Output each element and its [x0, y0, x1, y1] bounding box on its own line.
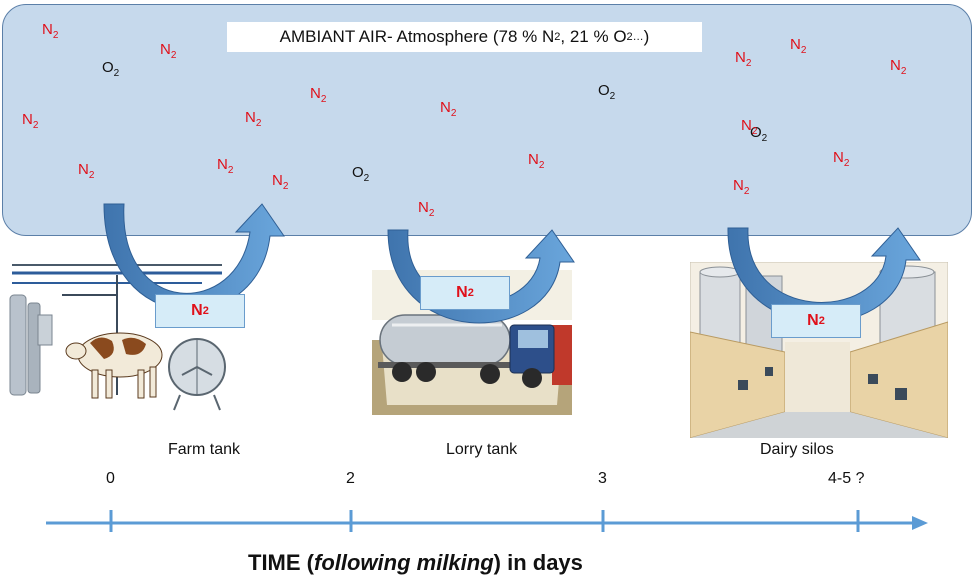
- nitrogen-molecule: N2: [42, 21, 59, 41]
- time-axis-title: TIME (following milking) in days: [248, 550, 583, 575]
- nitrogen-molecule: N2: [310, 85, 327, 105]
- nitrogen-molecule: N2: [272, 172, 289, 192]
- nitrogen-molecule: N2: [528, 151, 545, 171]
- dairy-exchange-arrow-icon: [727, 227, 921, 323]
- farm-exchange-arrow-icon: [103, 203, 285, 311]
- dairy-silos-label: Dairy silos: [760, 441, 834, 458]
- dairy-silo-hall-icon: [690, 262, 948, 438]
- nitrogen-molecule: N2: [22, 111, 39, 131]
- oxygen-molecule: O2: [750, 124, 768, 144]
- nitrogen-molecule: N2: [440, 99, 457, 119]
- timeline-arrowhead-icon: [912, 516, 928, 530]
- nitrogen-molecule: N2: [418, 199, 435, 219]
- nitrogen-molecule: N2: [833, 149, 850, 169]
- oxygen-molecule: O2: [102, 59, 120, 79]
- tick-label: 3: [598, 470, 607, 487]
- nitrogen-molecule: N2: [78, 161, 95, 181]
- nitrogen-molecule: N2: [890, 57, 907, 77]
- lorry-tank-label: Lorry tank: [446, 441, 518, 458]
- tick-label: 0: [106, 470, 115, 487]
- oxygen-molecule: O2: [598, 82, 616, 102]
- oxygen-molecule: O2: [352, 164, 370, 184]
- nitrogen-molecule: N2: [790, 36, 807, 56]
- nitrogen-molecule: N2: [217, 156, 234, 176]
- nitrogen-molecule: N2: [741, 117, 758, 137]
- farm-tank-label: Farm tank: [168, 441, 241, 458]
- tick-label: 2: [346, 470, 355, 487]
- nitrogen-molecule: N2: [733, 177, 750, 197]
- nitrogen-molecule: N2: [160, 41, 177, 61]
- milking-parlour-with-cow-icon: [2, 255, 232, 415]
- tick-label: 4-5 ?: [828, 470, 865, 487]
- nitrogen-molecule: N2: [245, 109, 262, 129]
- nitrogen-molecule: N2: [735, 49, 752, 69]
